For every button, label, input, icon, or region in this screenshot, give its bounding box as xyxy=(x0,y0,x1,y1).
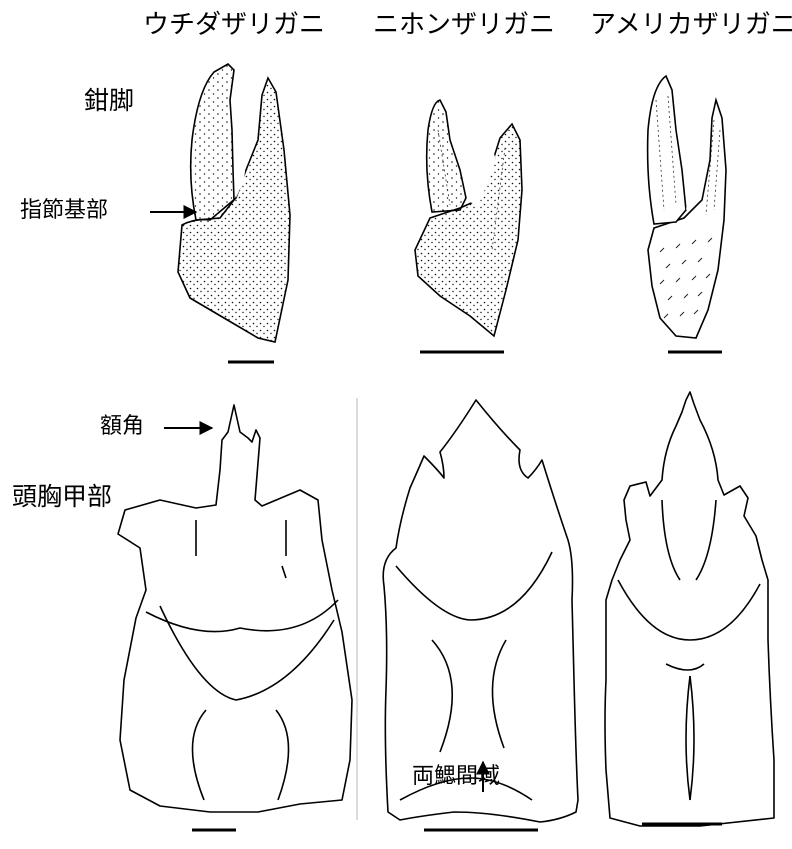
claw-america xyxy=(648,76,726,338)
claw-uchida xyxy=(178,64,290,342)
claw-nihon xyxy=(415,100,522,336)
carapace-uchida xyxy=(118,405,352,812)
carapace-america xyxy=(605,392,774,826)
carapace-nihon xyxy=(383,400,578,822)
